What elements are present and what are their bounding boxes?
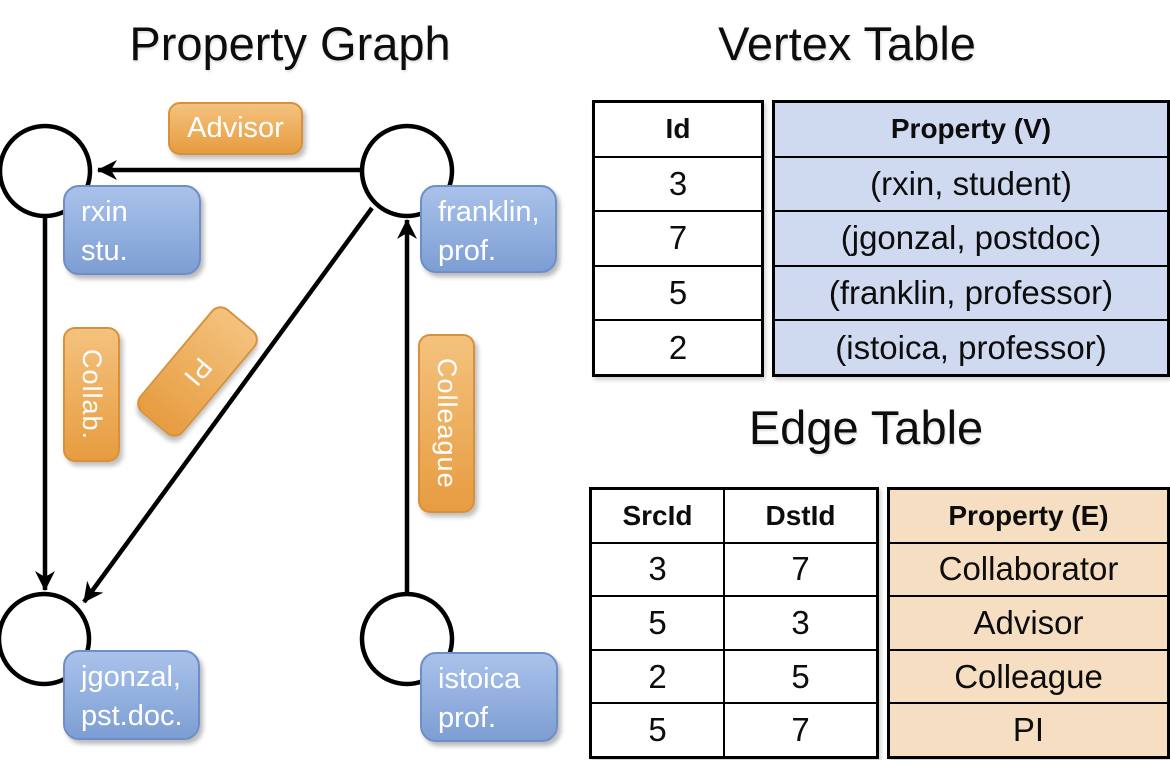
edge-label-advisor: Advisor	[168, 102, 303, 155]
edge-dst-cell: 5	[723, 650, 876, 703]
table-row: (istoica, professor)	[775, 319, 1167, 374]
edge-property-cell: Colleague	[890, 650, 1167, 703]
vertex-id-cell: 7	[668, 219, 688, 257]
vertex-table-header-property: Property (V)	[775, 103, 1167, 156]
edge-dst-cell: 7	[723, 543, 876, 596]
edge-table-property-column: Property (E) Collaborator Advisor Collea…	[887, 487, 1170, 759]
vertex-table: Id 3 7 5 2 Property (V) (rxin, student) …	[592, 100, 1170, 377]
table-row: (jgonzal, postdoc)	[775, 210, 1167, 265]
vertex-id-cell: 3	[668, 164, 688, 202]
vertex-property-box-istoica: istoica prof.	[420, 652, 558, 742]
vertex-table-property-column: Property (V) (rxin, student) (jgonzal, p…	[772, 100, 1170, 377]
vertex-property-line2: pst.doc.	[81, 700, 183, 732]
vertex-property-box-rxin: rxin stu.	[63, 185, 201, 275]
edge-property-cell: PI	[890, 704, 1167, 756]
edge-table-header-srcid: SrcId	[622, 499, 693, 531]
vertex-property-line1: rxin	[81, 196, 128, 228]
table-row: 2	[595, 319, 761, 374]
table-row: 2 5	[592, 648, 876, 703]
vertex-property-box-franklin: franklin, prof.	[420, 185, 557, 273]
edge-label-text: Collab.	[77, 348, 107, 441]
table-row: Colleague	[890, 648, 1167, 703]
edge-table: SrcId DstId 3 7 5 3 2 5 5 7 Property (E)	[589, 487, 1170, 759]
table-row: Advisor	[890, 595, 1167, 649]
vertex-property-line1: jgonzal,	[81, 661, 181, 693]
vertex-table-id-column: Id 3 7 5 2	[592, 100, 764, 377]
vertex-table-title: Vertex Table	[718, 17, 976, 70]
table-row: 5 3	[592, 595, 876, 649]
table-row: (rxin, student)	[775, 155, 1167, 211]
vertex-property-box-jgonzal: jgonzal, pst.doc.	[63, 650, 200, 740]
edge-pi-5-to-7	[82, 206, 374, 604]
edge-src-cell: 2	[648, 657, 667, 695]
table-row: 5 7	[592, 702, 876, 756]
edge-property-cell: Advisor	[890, 597, 1167, 649]
table-row: Collaborator	[890, 541, 1167, 596]
vertex-property-cell: (rxin, student)	[775, 157, 1167, 211]
edge-src-cell: 5	[648, 603, 667, 641]
edge-label-text: PI	[177, 351, 219, 392]
vertex-property-cell: (jgonzal, postdoc)	[775, 212, 1167, 265]
table-row: 3	[595, 155, 761, 211]
edge-src-cell: 3	[648, 550, 667, 588]
edge-label-text: Advisor	[187, 112, 284, 144]
edge-label-text: Colleague	[432, 358, 462, 489]
property-graph-title: Property Graph	[129, 17, 451, 70]
edge-dst-cell: 7	[723, 704, 876, 756]
edge-table-header-dstid: DstId	[723, 490, 876, 542]
table-row: (franklin, professor)	[775, 264, 1167, 320]
vertex-id-cell: 5	[668, 274, 688, 312]
vertex-property-line2: stu.	[81, 235, 128, 267]
table-column-gap	[764, 100, 772, 377]
edge-table-id-columns: SrcId DstId 3 7 5 3 2 5 5 7	[589, 487, 879, 759]
edge-label-colleague: Colleague	[418, 334, 475, 513]
table-row: PI	[890, 702, 1167, 756]
edge-src-cell: 5	[648, 711, 667, 749]
vertex-property-line2: prof.	[438, 235, 497, 267]
edge-table-header-property: Property (E)	[890, 490, 1167, 542]
vertex-id-cell: 2	[668, 328, 688, 366]
vertex-property-cell: (franklin, professor)	[775, 266, 1167, 320]
vertex-property-cell: (istoica, professor)	[775, 321, 1167, 374]
table-column-gap	[879, 487, 887, 759]
vertex-property-line1: franklin,	[438, 196, 540, 228]
table-row: 7	[595, 210, 761, 265]
vertex-property-line1: istoica	[438, 663, 521, 695]
edge-property-cell: Collaborator	[890, 543, 1167, 596]
edge-table-title: Edge Table	[748, 401, 984, 454]
edge-dst-cell: 3	[723, 597, 876, 649]
table-row: 3 7	[592, 541, 876, 596]
edge-label-collab: Collab.	[63, 327, 120, 462]
vertex-property-line2: prof.	[438, 702, 497, 734]
table-row: 5	[595, 264, 761, 320]
vertex-table-header-id: Id	[665, 113, 691, 145]
